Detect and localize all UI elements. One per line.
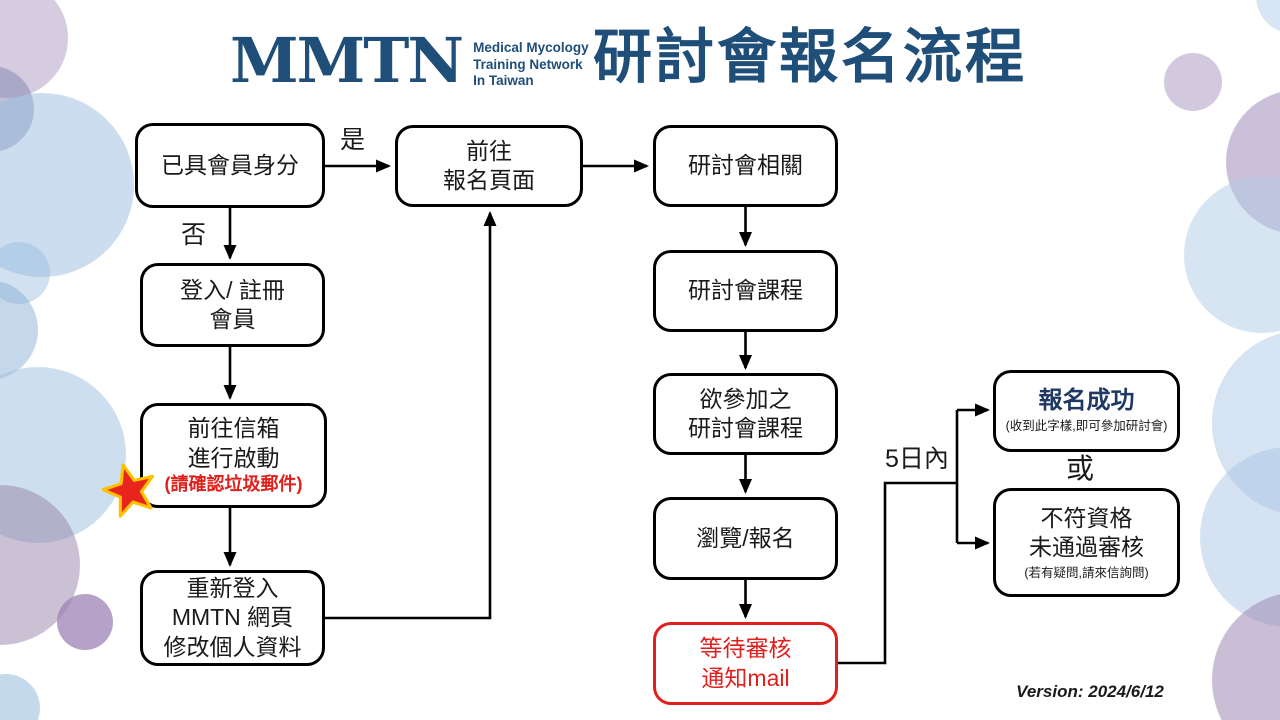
success-note: (收到此字樣,即可參加研討會) xyxy=(1005,419,1168,434)
label-within-5-days: 5日內 xyxy=(885,445,949,473)
logo-tagline: Medical Mycology Training Network In Tai… xyxy=(473,40,589,90)
box-text: 進行啟動 xyxy=(187,444,280,471)
flow-box-await-review: 等待審核 通知mail xyxy=(653,622,838,705)
flow-box-relogin: 重新登入 MMTN 網頁 修改個人資料 xyxy=(140,570,325,666)
flow-box-registration-page: 前往 報名頁面 xyxy=(395,125,583,207)
label-yes: 是 xyxy=(340,126,366,154)
label-or: 或 xyxy=(1066,453,1095,484)
box-text: 報名頁面 xyxy=(443,167,535,193)
logo-tagline-line: Training Network xyxy=(473,56,583,72)
success-title: 報名成功 xyxy=(1038,387,1135,415)
flow-box-not-qualified: 不符資格 未通過審核 (若有疑問,請來信詢問) xyxy=(993,488,1180,597)
box-text: 前往 xyxy=(466,137,512,164)
logo-tagline-line: Medical Mycology xyxy=(473,40,589,55)
box-text: 欲參加之 xyxy=(699,385,792,412)
decor-circle xyxy=(57,594,113,650)
box-text: 重新登入 xyxy=(186,574,279,601)
box-text: MMTN 網頁 xyxy=(171,604,294,631)
connector-await-to-branch xyxy=(838,481,957,665)
box-text: 研討會課程 xyxy=(688,415,803,441)
box-text: 不符資格 xyxy=(1040,504,1133,531)
star-icon xyxy=(102,463,155,518)
box-text: 前往信箱 xyxy=(187,415,280,442)
flow-box-desired-courses: 欲參加之 研討會課程 xyxy=(653,373,838,455)
logo-tagline-line: In Taiwan xyxy=(473,73,534,89)
label-no: 否 xyxy=(181,221,207,249)
box-text: 已具會員身分 xyxy=(161,151,299,178)
version-text: Version: 2024/6/12 xyxy=(1016,682,1164,701)
flow-box-login-register: 登入/ 註冊 會員 xyxy=(140,263,325,347)
box-text: 通知mail xyxy=(701,664,790,691)
box-text: 登入/ 註冊 xyxy=(180,276,285,303)
not-qualified-note: (若有疑問,請來信詢問) xyxy=(1024,565,1149,580)
box-text: 研討會相關 xyxy=(688,152,803,179)
flow-box-member-status: 已具會員身分 xyxy=(135,123,325,208)
mmtn-logo: MMTN Medical Mycology Training Network I… xyxy=(230,24,589,97)
box-text: 未通過審核 xyxy=(1029,534,1144,561)
flow-box-mailbox-activation: 前往信箱 進行啟動 (請確認垃圾郵件) xyxy=(140,403,327,508)
spam-warning-text: (請確認垃圾郵件) xyxy=(164,474,303,495)
decor-circle xyxy=(1164,53,1222,111)
box-text: 等待審核 xyxy=(699,635,792,662)
box-text: 會員 xyxy=(209,306,256,332)
page-title: 研討會報名流程 xyxy=(593,24,1028,90)
flow-box-seminar-courses: 研討會課程 xyxy=(653,250,838,332)
flow-box-seminar-related: 研討會相關 xyxy=(653,125,838,207)
box-text: 修改個人資料 xyxy=(163,633,302,660)
flow-box-registration-success: 報名成功 (收到此字樣,即可參加研討會) xyxy=(993,370,1180,452)
flow-box-browse-register: 瀏覽/報名 xyxy=(653,497,838,580)
logo-acronym: MMTN xyxy=(230,24,464,97)
box-text: 瀏覽/報名 xyxy=(696,524,795,551)
connector-relogin-to-registration-page xyxy=(325,211,497,620)
box-text: 研討會課程 xyxy=(688,277,803,304)
